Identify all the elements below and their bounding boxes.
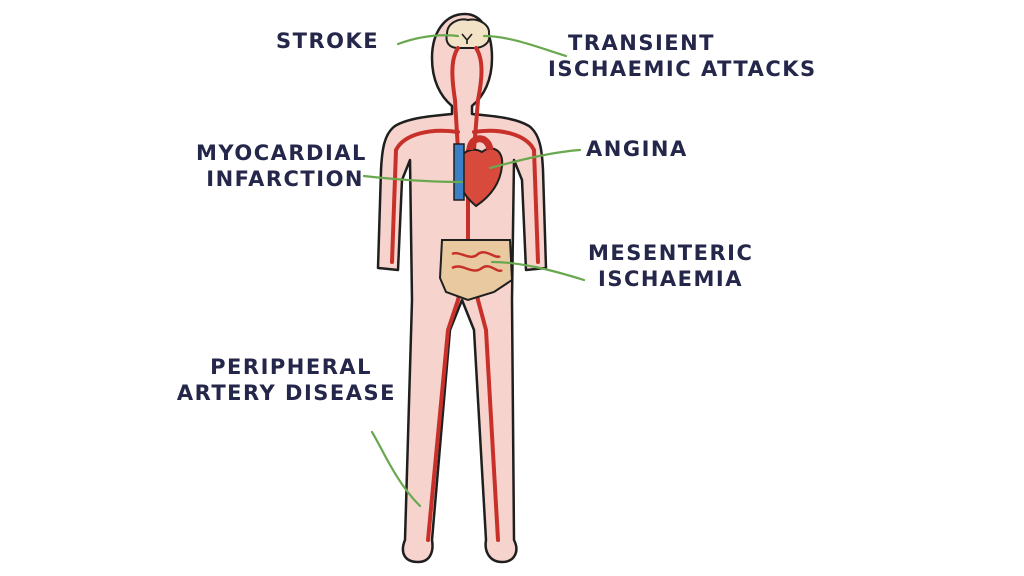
leader-stroke	[396, 34, 460, 46]
mi-line-1: MYOCARDIAL	[196, 141, 367, 165]
label-myocardial-infarction: MYOCARDIAL INFARCTION	[196, 140, 367, 193]
leader-angina	[488, 148, 582, 170]
vena-cava	[453, 143, 465, 201]
leader-mesenteric	[490, 260, 586, 282]
mesenteric-line-1: MESENTERIC	[588, 241, 754, 265]
tia-line-2: ISCHAEMIC ATTACKS	[548, 57, 817, 82]
carotid-artery-left	[450, 46, 460, 152]
label-peripheral-artery-disease: PERIPHERAL ARTERY DISEASE	[168, 354, 396, 407]
label-transient-ischaemic-attacks: TRANSIENT ISCHAEMIC ATTACKS	[548, 30, 817, 83]
label-angina: ANGINA	[586, 136, 688, 162]
subclavian-artery-right	[472, 128, 540, 264]
leader-tia	[482, 34, 568, 58]
heart	[453, 135, 504, 208]
angina-text: ANGINA	[586, 137, 688, 161]
small-intestine	[451, 251, 503, 273]
leader-lines	[362, 34, 586, 508]
leader-pad	[370, 430, 422, 508]
intestines	[438, 239, 514, 302]
tia-line-1: TRANSIENT	[568, 31, 716, 55]
pad-line-1: PERIPHERAL	[210, 355, 372, 379]
subclavian-artery-left	[390, 128, 460, 264]
label-mesenteric-ischaemia: MESENTERIC ISCHAEMIA	[588, 240, 753, 293]
leader-mi	[362, 174, 464, 184]
brain	[445, 18, 491, 49]
mi-line-2: INFARCTION	[206, 167, 364, 192]
mesenteric-line-2: ISCHAEMIA	[598, 267, 743, 292]
label-stroke: STROKE	[276, 28, 379, 54]
brain-stem	[461, 33, 473, 44]
carotid-artery-right	[472, 46, 484, 152]
pad-line-2: ARTERY DISEASE	[176, 381, 396, 406]
stroke-text: STROKE	[276, 29, 380, 53]
aortic-arch	[466, 135, 494, 151]
